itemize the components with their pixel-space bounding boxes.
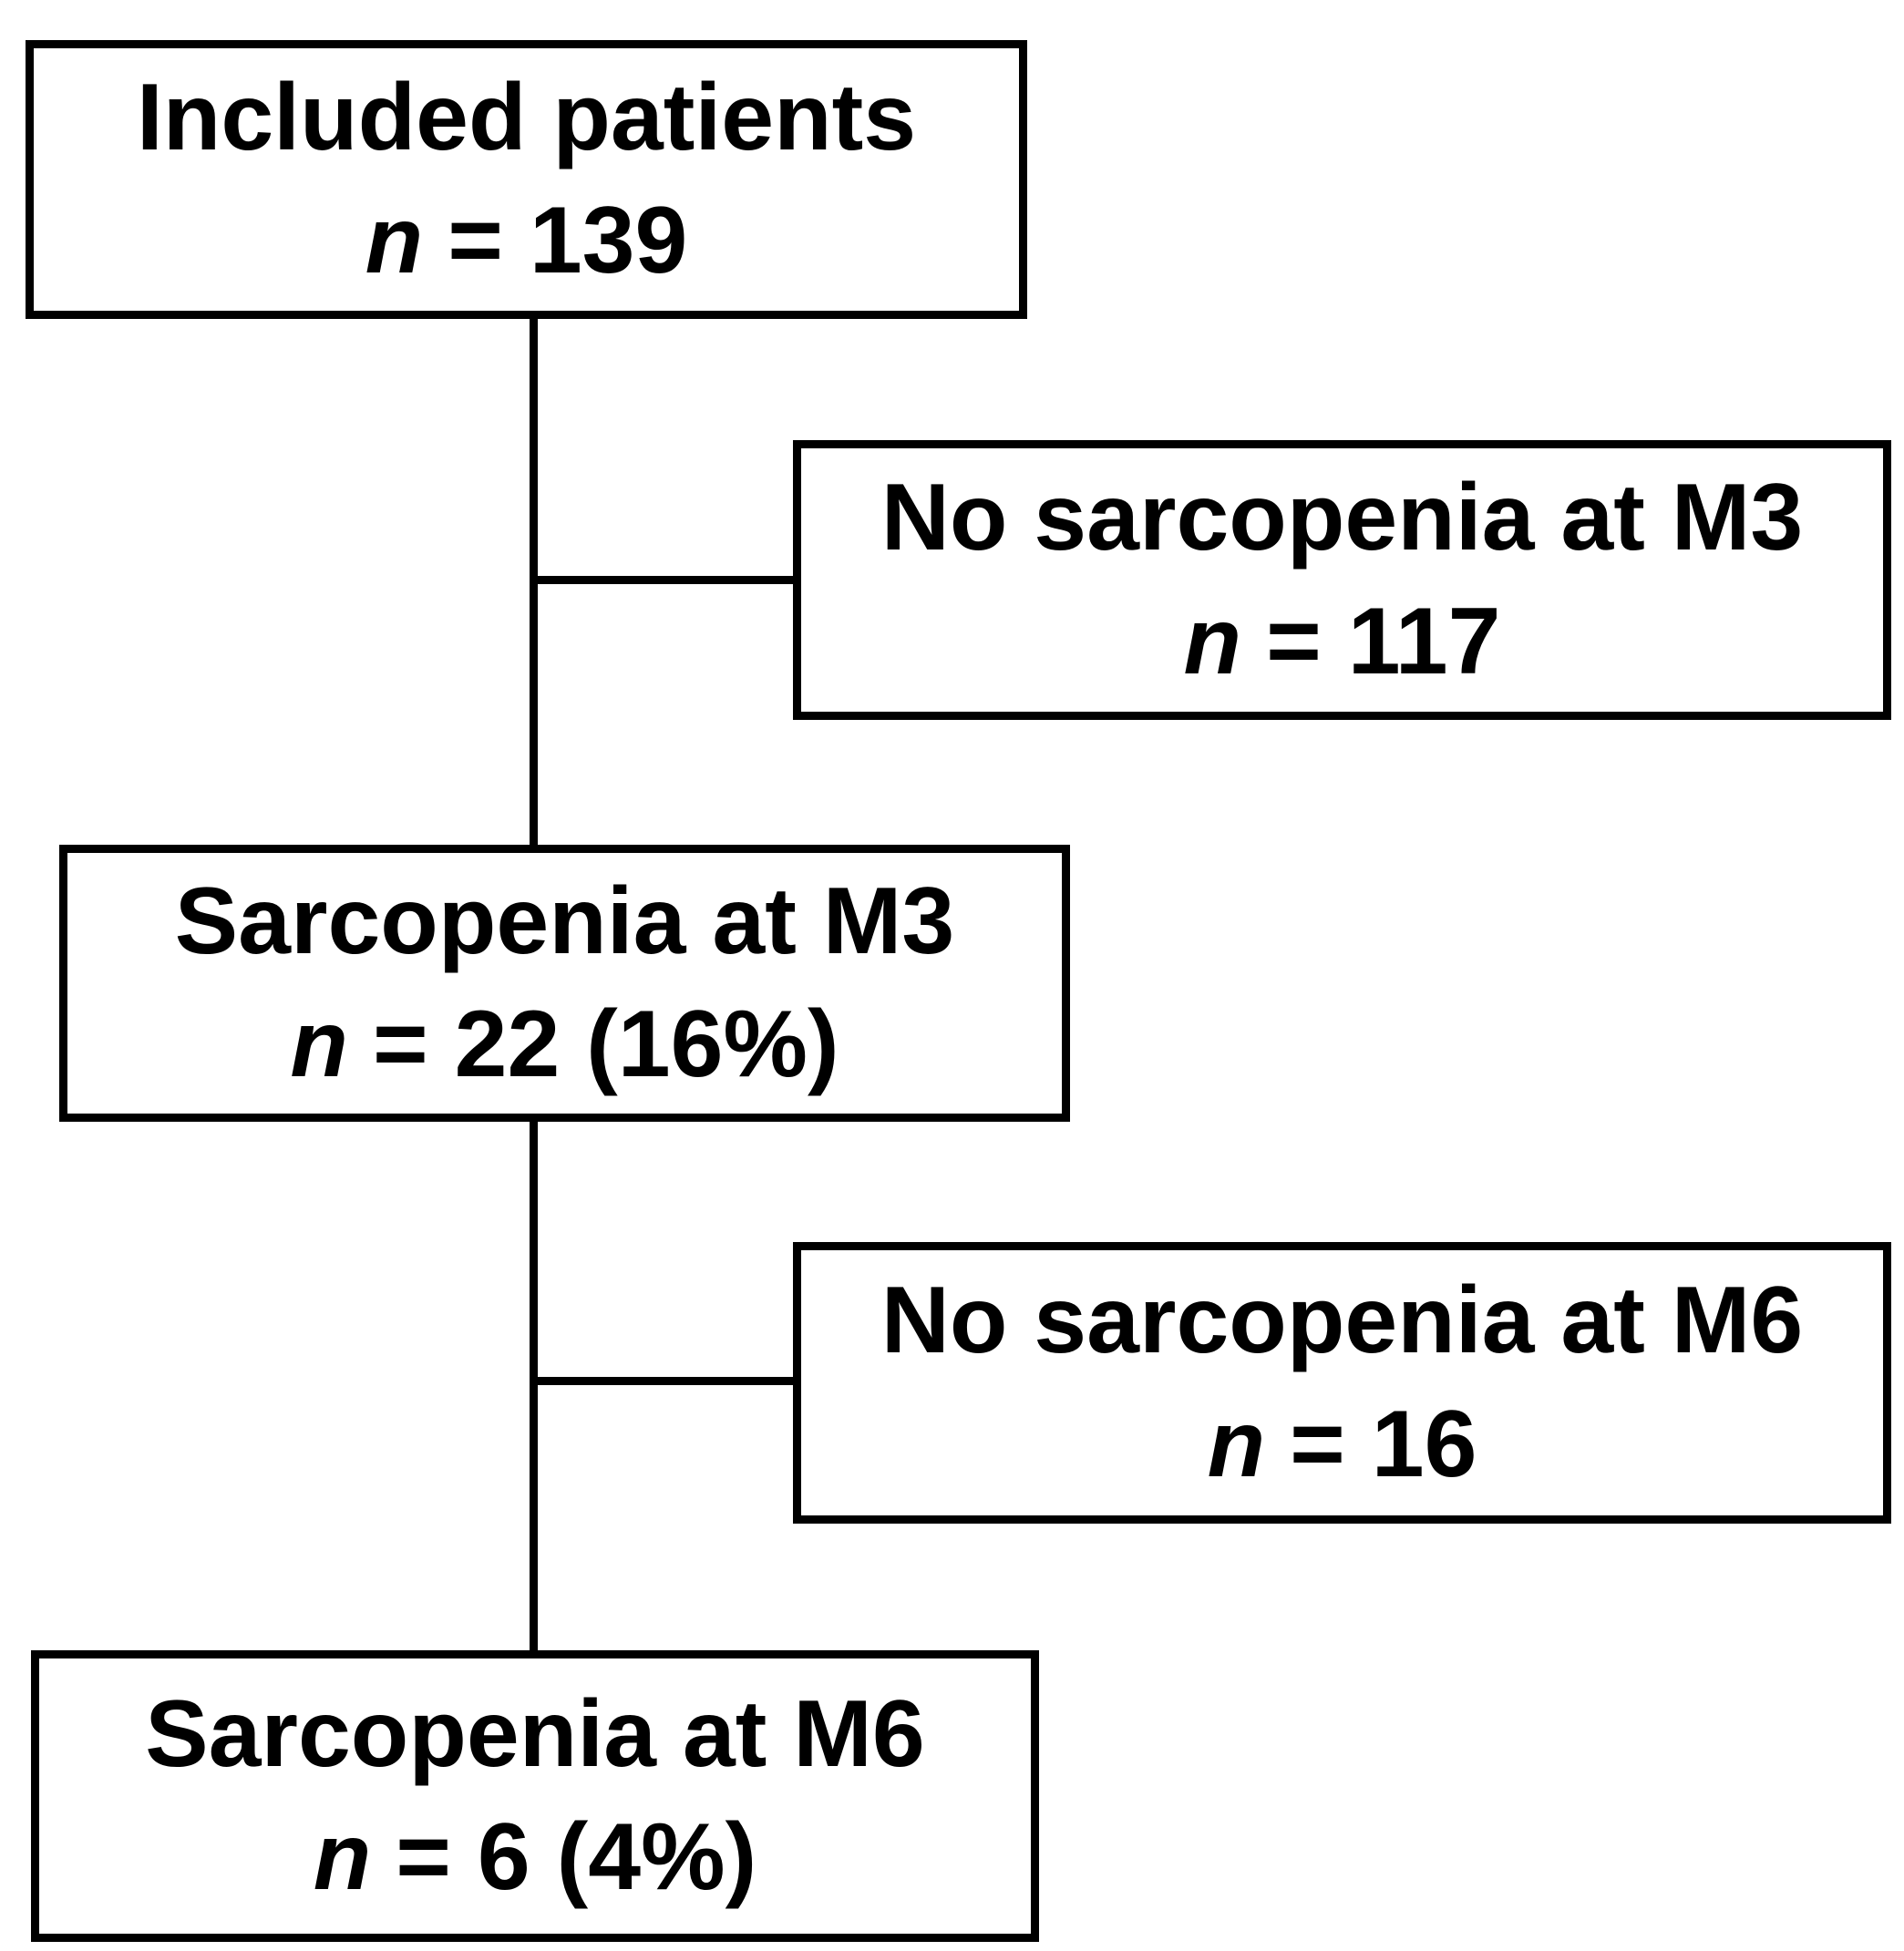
- node-label: Sarcopenia at M6: [145, 1680, 925, 1787]
- node-count: n= 22 (16%): [290, 983, 839, 1106]
- n-value: = 16: [1290, 1391, 1477, 1497]
- n-value: = 6 (4%): [396, 1804, 757, 1910]
- node-included-patients: Included patients n= 139: [26, 40, 1027, 319]
- n-symbol: n: [290, 991, 348, 1097]
- node-label: No sarcopenia at M3: [880, 465, 1804, 571]
- n-symbol: n: [1207, 1391, 1266, 1497]
- node-label: Sarcopenia at M3: [174, 868, 955, 974]
- n-value: = 117: [1266, 588, 1501, 694]
- node-label: No sarcopenia at M6: [880, 1268, 1804, 1374]
- n-symbol: n: [365, 188, 424, 293]
- node-count: n= 6 (4%): [314, 1796, 757, 1919]
- n-symbol: n: [313, 1804, 372, 1910]
- node-count: n= 139: [365, 180, 688, 303]
- node-count: n= 16: [1208, 1383, 1477, 1506]
- n-symbol: n: [1183, 588, 1242, 694]
- node-no-sarcopenia-m3: No sarcopenia at M3 n= 117: [793, 440, 1891, 720]
- node-no-sarcopenia-m6: No sarcopenia at M6 n= 16: [793, 1242, 1891, 1524]
- node-count: n= 117: [1184, 580, 1501, 703]
- connector-sarcopenia-m3-to-m6: [530, 1120, 538, 1658]
- n-value: = 22 (16%): [372, 991, 839, 1097]
- node-sarcopenia-m6: Sarcopenia at M6 n= 6 (4%): [31, 1650, 1039, 1942]
- node-sarcopenia-m3: Sarcopenia at M3 n= 22 (16%): [59, 845, 1070, 1122]
- connector-branch-no-sarcopenia-m6: [530, 1377, 798, 1385]
- node-label: Included patients: [136, 64, 917, 170]
- connector-included-to-sarcopenia-m3: [530, 317, 538, 855]
- connector-branch-no-sarcopenia-m3: [530, 576, 798, 584]
- n-value: = 139: [448, 188, 688, 293]
